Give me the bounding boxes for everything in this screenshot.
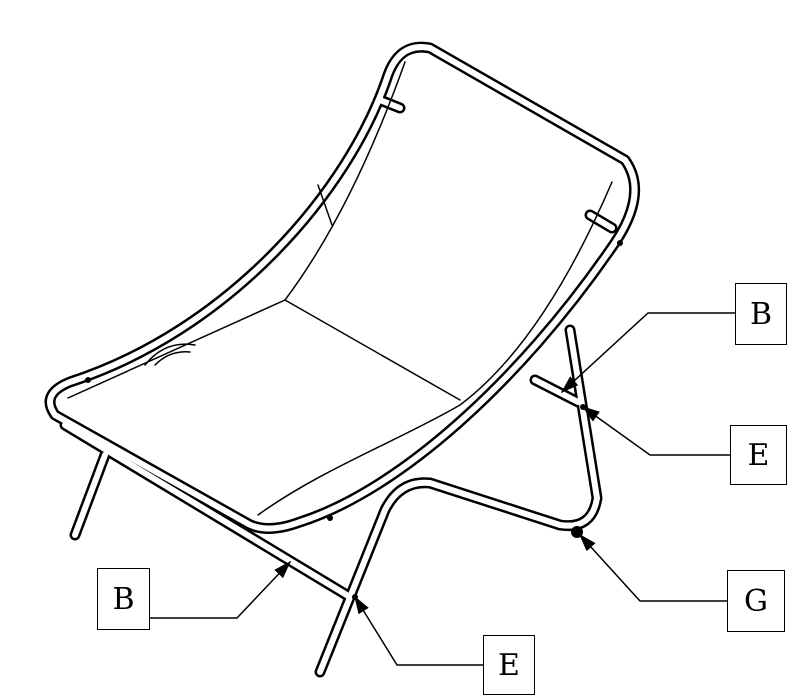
leader-e-bottom: [354, 595, 484, 666]
callout-b-left: B: [97, 568, 150, 630]
callout-b-top: B: [735, 283, 787, 345]
fabric-sling: [67, 61, 613, 516]
fastener-dots: [85, 240, 623, 600]
callout-g: G: [727, 570, 785, 632]
callout-e-bottom: E: [483, 635, 535, 695]
leader-lines: [149, 312, 736, 666]
callout-e-right: E: [730, 425, 787, 485]
leader-e-right: [581, 406, 731, 456]
leader-b-top: [560, 312, 736, 394]
leader-g: [578, 533, 728, 602]
leader-b-left: [149, 560, 292, 619]
